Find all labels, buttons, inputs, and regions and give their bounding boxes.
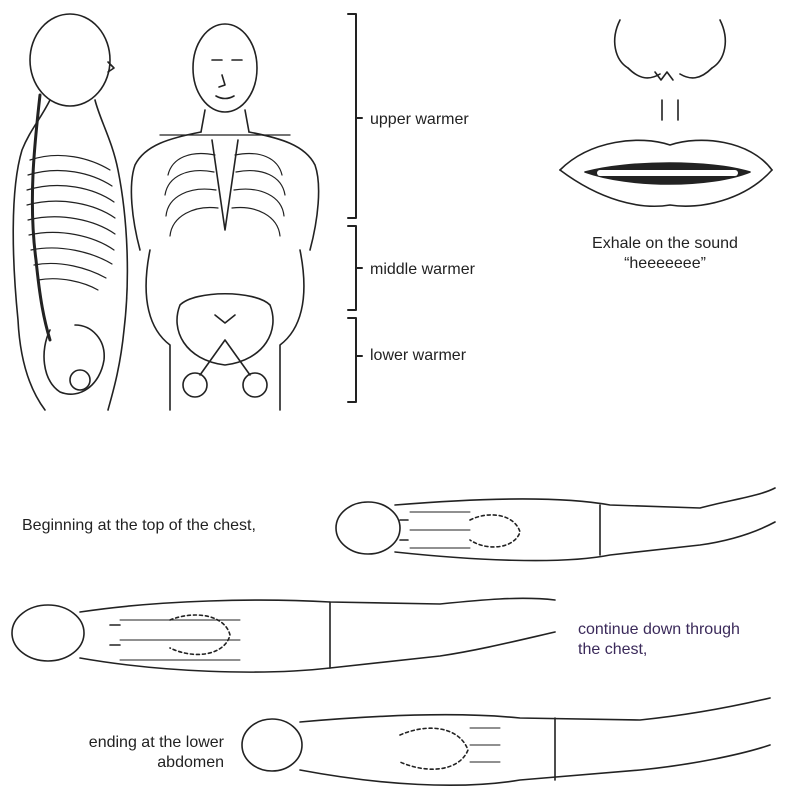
lower-warmer-label: lower warmer xyxy=(370,346,466,366)
step-lower-label-2: abdomen xyxy=(10,753,224,773)
body-front-view-icon xyxy=(131,24,318,410)
step-through-chest-label-2: the chest, xyxy=(578,640,647,660)
middle-warmer-label: middle warmer xyxy=(370,260,475,280)
upper-warmer-label: upper warmer xyxy=(370,110,469,130)
body-side-view-icon xyxy=(13,14,127,410)
step-top-chest-label: Beginning at the top of the chest, xyxy=(22,516,256,536)
lying-body-middle-icon xyxy=(12,598,555,672)
nose-mouth-icon xyxy=(560,20,772,206)
step-lower-label-1: ending at the lower xyxy=(10,733,224,753)
step-through-chest-label-1: continue down through xyxy=(578,620,740,640)
exhale-caption-line2: “heeeeeee” xyxy=(560,254,770,274)
warmer-brackets xyxy=(348,14,362,402)
exhale-caption-line1: Exhale on the sound xyxy=(560,234,770,254)
lying-body-top-icon xyxy=(336,488,775,561)
lying-body-bottom-icon xyxy=(242,698,770,785)
